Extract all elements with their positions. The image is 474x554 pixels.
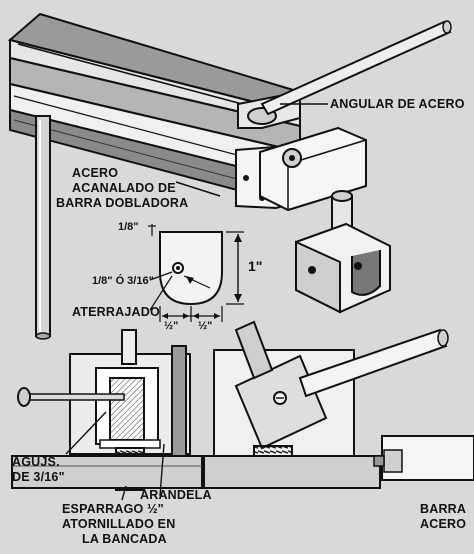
dim-half-left: ½" <box>164 320 179 332</box>
clevis-fork <box>295 190 391 314</box>
steel-bar-right <box>373 435 474 481</box>
leader-esparrago <box>121 485 127 501</box>
label-arandela: ARANDELA <box>140 488 212 502</box>
label-agujs-line1: AGUJS. <box>12 455 60 469</box>
leader-acanalado <box>175 181 221 197</box>
dimension-drawing <box>148 224 244 322</box>
leader-arandela <box>159 443 165 497</box>
wooden-block <box>259 126 367 212</box>
dim-hole-size: 1/8" Ó 3/16" <box>92 275 154 287</box>
steel-rod-top <box>260 20 452 116</box>
cross-section-left <box>11 329 203 491</box>
label-acero-line2: ACANALADO DE <box>72 181 176 195</box>
channel-steel-bar <box>7 12 301 198</box>
label-barra-line1: BARRA <box>420 502 467 516</box>
label-angular-acero: ANGULAR DE ACERO <box>330 97 465 111</box>
label-agujs-line2: DE 3/16" <box>12 470 65 484</box>
dim-height-inch: 1" <box>248 258 263 274</box>
label-acero-line1: ACERO <box>72 166 119 180</box>
dim-top-eighth: 1/8" <box>118 221 139 233</box>
label-acero-line3: BARRA DOBLADORA <box>56 196 189 210</box>
label-aterrajado: ATERRAJADO <box>72 305 160 319</box>
dim-half-right: ½" <box>198 320 213 332</box>
label-esparrago-line2: ATORNILLADO EN <box>62 517 176 531</box>
leader-agujs <box>65 411 107 455</box>
bender-action-view <box>203 320 449 489</box>
vertical-rod <box>35 115 51 340</box>
pivot-bolt <box>282 148 302 168</box>
label-esparrago-line1: ESPARRAGO ½" <box>62 502 164 516</box>
label-barra-line2: ACERO <box>420 517 467 531</box>
label-esparrago-line3: LA BANCADA <box>82 532 167 546</box>
